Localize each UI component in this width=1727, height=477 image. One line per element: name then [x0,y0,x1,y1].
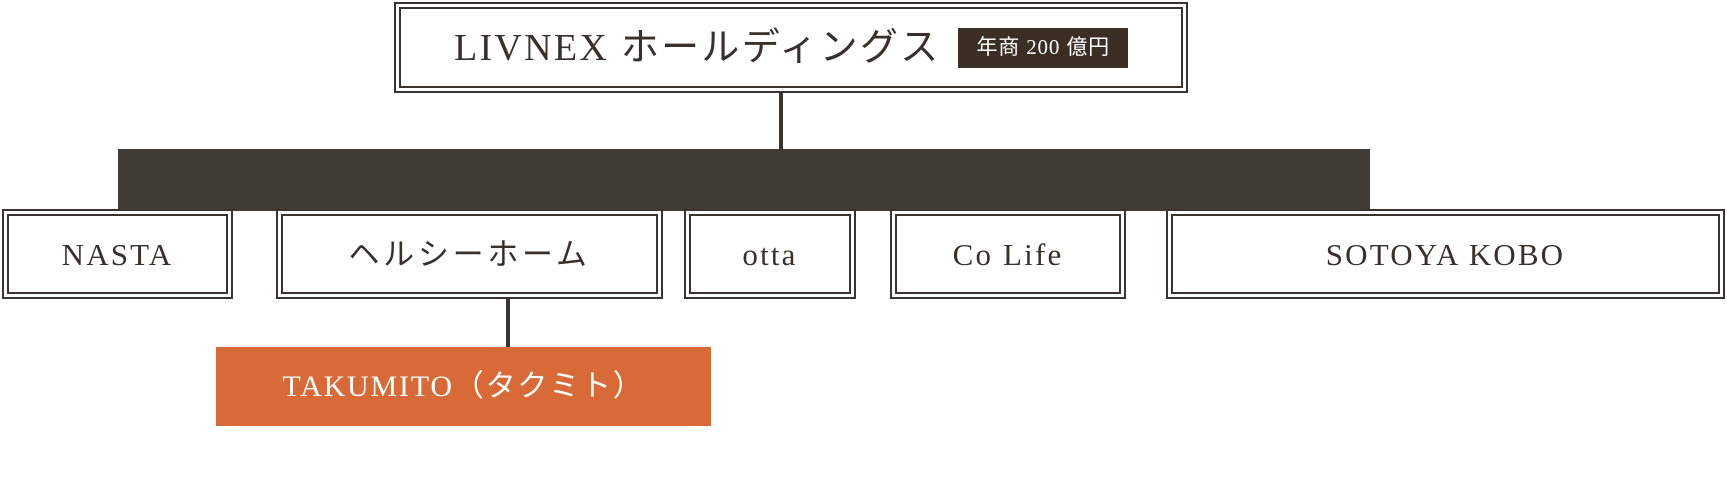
subsidiary-box-healthy-home[interactable]: ヘルシーホーム [276,209,663,299]
parent-company-box-inner: LIVNEX ホールディングス 年商 200 億円 [399,7,1183,88]
subsidiary-box-healthy-home-inner: ヘルシーホーム [281,214,658,294]
parent-company-box[interactable]: LIVNEX ホールディングス 年商 200 億円 [394,2,1188,93]
subsidiary-box-nasta[interactable]: NASTA [2,209,233,299]
distribution-bus-bar [118,149,1370,211]
subsidiary-box-nasta-inner: NASTA [7,214,228,294]
subsidiary-box-sotoya-kobo-inner: SOTOYA KOBO [1171,214,1720,294]
subsidiary-box-sotoya-kobo[interactable]: SOTOYA KOBO [1166,209,1725,299]
subsidiary-label-sotoya-kobo: SOTOYA KOBO [1325,236,1566,272]
child-company-label-takumito: TAKUMITO（タクミト） [282,369,645,403]
connector-parent-to-bus [779,93,783,153]
parent-company-name: LIVNEX ホールディングス [453,26,941,69]
connector-healthy-home-to-takumito [506,297,510,351]
subsidiary-box-co-life-inner: Co Life [895,214,1121,294]
subsidiary-label-healthy-home: ヘルシーホーム [348,236,591,272]
subsidiary-box-otta-inner: otta [689,214,851,294]
child-company-box-takumito[interactable]: TAKUMITO（タクミト） [216,347,711,426]
subsidiary-label-otta: otta [742,236,798,272]
annual-revenue-badge: 年商 200 億円 [958,27,1128,68]
subsidiary-box-co-life[interactable]: Co Life [890,209,1126,299]
parent-company-content: LIVNEX ホールディングス 年商 200 億円 [401,26,1181,69]
subsidiary-box-otta[interactable]: otta [684,209,856,299]
subsidiary-label-co-life: Co Life [952,236,1064,272]
subsidiary-label-nasta: NASTA [61,236,174,272]
